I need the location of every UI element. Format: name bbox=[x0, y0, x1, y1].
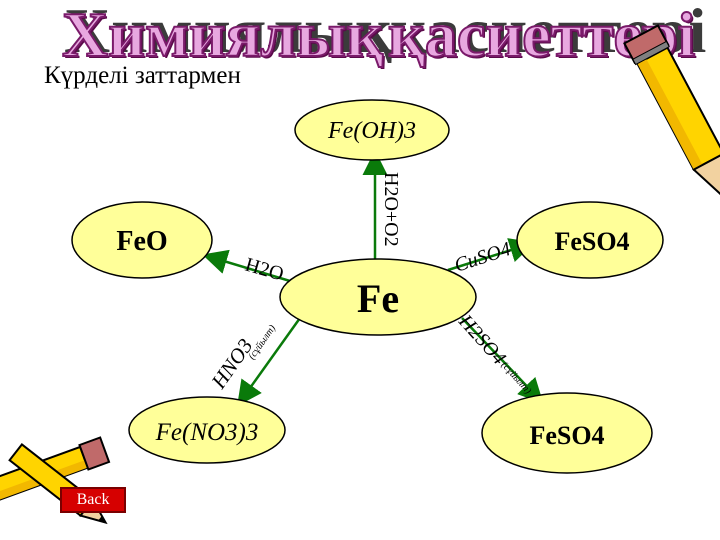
node-top-label: Fe(OH)3 bbox=[327, 118, 416, 144]
node-center-ellipse bbox=[279, 258, 477, 336]
node-right-top-ellipse bbox=[516, 201, 664, 279]
edge-label-to-right-top: CuSO4 bbox=[452, 238, 514, 277]
node-top-ellipse bbox=[294, 99, 450, 161]
title-word1-shadow: Химиялық bbox=[64, 0, 393, 66]
pencil-icon-top-right bbox=[623, 24, 720, 207]
arrow-to-bottom-right bbox=[461, 317, 544, 404]
edge-label-to-top: H2O+O2 bbox=[380, 172, 402, 247]
arrow-to-left bbox=[202, 249, 301, 286]
node-left-ellipse bbox=[71, 201, 213, 279]
node-bottom-right-ellipse bbox=[481, 392, 653, 474]
arrow-to-right-top bbox=[447, 238, 535, 272]
subtitle: Күрделі заттармен bbox=[44, 62, 241, 89]
arrow-to-bottom-left bbox=[237, 317, 302, 407]
node-right-top-label: FeSO4 bbox=[554, 227, 629, 256]
node-center-label: Fe bbox=[357, 276, 399, 321]
edge-label-to-left: H2O bbox=[243, 254, 286, 286]
node-bottom-left-ellipse bbox=[128, 396, 286, 464]
node-bottom-right-label: FeSO4 bbox=[529, 421, 604, 450]
edge-label-to-bottom-left: HNO3 bbox=[206, 334, 258, 394]
node-bottom-left-label: Fe(NO3)3 bbox=[155, 419, 259, 446]
node-left-label: FeO bbox=[116, 226, 167, 257]
edge-label-to-bottom-right-note: (сұйылт) bbox=[499, 360, 534, 397]
title-word1: Химиялық bbox=[61, 0, 384, 71]
edge-label-to-bottom-right: H2SO4 bbox=[454, 310, 510, 369]
back-button[interactable]: Back bbox=[60, 487, 126, 513]
